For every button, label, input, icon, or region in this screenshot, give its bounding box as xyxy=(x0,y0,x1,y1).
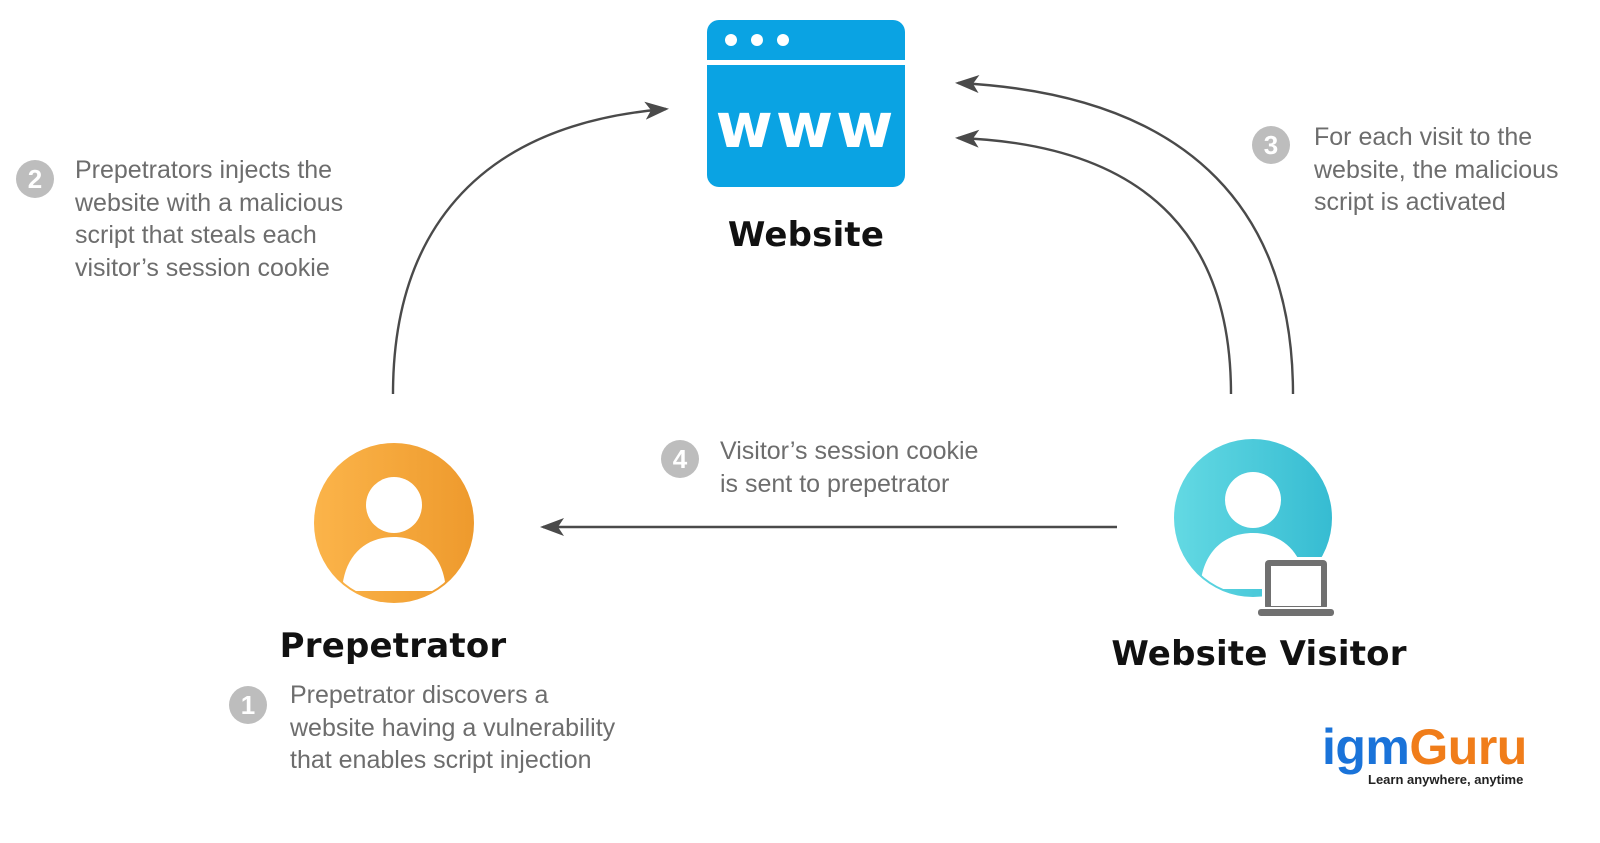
arrow-visitor-to-website-outer xyxy=(955,75,1295,395)
step-4-line: is sent to prepetrator xyxy=(720,469,950,498)
website-browser-icon: www xyxy=(707,20,905,187)
step-3-line: For each visit to the xyxy=(1314,123,1533,151)
step-1-badge: 1 xyxy=(229,686,267,724)
logo-part-b: Guru xyxy=(1409,719,1527,775)
perpetrator-avatar-icon xyxy=(314,443,474,603)
step-1-line: website having a vulnerability xyxy=(290,713,616,742)
step-2-line: script that steals each xyxy=(75,221,317,249)
visitor-avatar-icon xyxy=(1174,439,1336,617)
perpetrator-label: Prepetrator xyxy=(279,626,507,666)
step-1-text: Prepetrator discovers a website having a… xyxy=(290,679,615,777)
step-2-line: Prepetrators injects the xyxy=(75,156,333,184)
logo-wordmark: igmGuru xyxy=(1322,722,1552,772)
step-3-line: website, the malicious xyxy=(1314,155,1559,184)
igmguru-logo: igmGuru Learn anywhere, anytime xyxy=(1322,722,1552,787)
step-2-text: Prepetrators injects the website with a … xyxy=(75,154,343,284)
logo-tagline: Learn anywhere, anytime xyxy=(1368,772,1524,787)
step-4-line: Visitor’s session cookie xyxy=(720,437,979,465)
logo-part-a: igm xyxy=(1322,719,1410,775)
visitor-label: Website Visitor xyxy=(1111,634,1407,674)
step-3-badge: 3 xyxy=(1252,126,1290,164)
step-2-line: website with a malicious xyxy=(75,188,344,217)
website-label: Website xyxy=(727,215,885,255)
step-1-line: that enables script injection xyxy=(290,746,592,774)
arrow-perpetrator-to-website xyxy=(391,101,669,395)
step-1-line: Prepetrator discovers a xyxy=(290,681,549,709)
arrow-visitor-to-website-inner xyxy=(955,129,1233,395)
step-3-line: script is activated xyxy=(1314,188,1506,216)
step-4-text: Visitor’s session cookie is sent to prep… xyxy=(720,435,978,500)
www-text: www xyxy=(716,89,897,162)
step-3-text: For each visit to the website, the malic… xyxy=(1314,121,1559,219)
step-2-line: visitor’s session cookie xyxy=(75,253,330,282)
step-2-badge: 2 xyxy=(16,160,54,198)
step-4-badge: 4 xyxy=(661,440,699,478)
